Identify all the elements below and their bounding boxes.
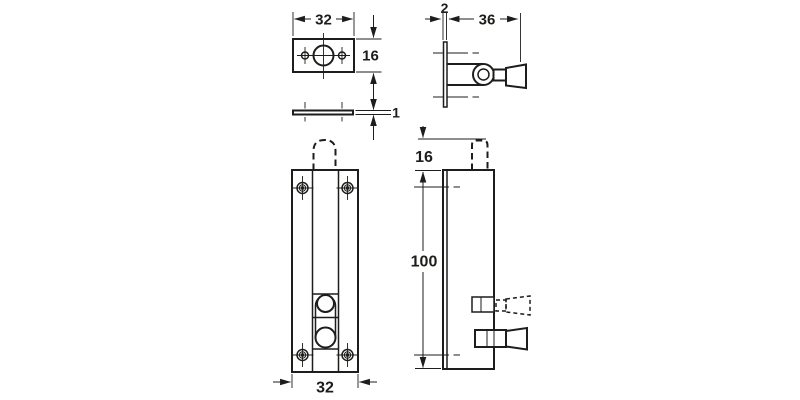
screw-hole — [290, 342, 315, 368]
channel-edges — [311, 170, 340, 372]
screw-hole-right — [337, 51, 347, 60]
housing-arm — [447, 63, 483, 86]
knob-neck — [492, 68, 507, 82]
knob-upper-position-group — [471, 295, 531, 316]
dim-body-length: 100 — [411, 170, 441, 369]
dim-overall-depth: 36 — [448, 12, 521, 62]
knob-neck-dashed — [495, 299, 507, 312]
dim-label-plate-thickness: 1 — [392, 105, 400, 121]
body-outline — [291, 169, 359, 373]
bolt-front-view: 32 — [273, 138, 377, 397]
slot-opening — [471, 296, 495, 313]
dim-backplate-thickness: 2 — [425, 0, 449, 40]
dim-label-backplate-thickness: 2 — [441, 0, 449, 16]
dim-label-overall-depth: 36 — [479, 12, 496, 29]
dim-label-body-width: 32 — [316, 380, 334, 397]
strike-plate-top-view: 32 16 — [292, 12, 382, 95]
plate-edge-outline — [292, 109, 354, 116]
dim-plate-width: 32 — [292, 12, 355, 36]
backplate-edge — [442, 41, 448, 108]
dim-bolt-travel: 16 — [415, 126, 486, 166]
knob-ring-outer — [472, 63, 495, 86]
knob-grip — [505, 63, 527, 90]
bolt-rod-extended-dashed — [312, 138, 337, 170]
dim-body-width: 32 — [273, 374, 377, 397]
screw-hole — [290, 175, 315, 201]
knob-lower-position — [314, 326, 337, 349]
knob-grip — [505, 326, 528, 351]
bolt-rod-extended-dashed — [471, 139, 489, 170]
bolt-hole — [312, 44, 335, 67]
body-outline — [442, 169, 495, 370]
extension-lines — [292, 12, 355, 36]
knob-carrier — [474, 329, 507, 348]
dim-plate-thickness: 1 — [355, 95, 400, 140]
screw-hole — [335, 175, 360, 201]
dim-label-plate-width: 32 — [315, 12, 332, 29]
knob-slot-mechanism — [312, 293, 339, 350]
extension-lines — [442, 13, 447, 40]
dim-label-bolt-travel: 16 — [415, 149, 433, 166]
knob-lower-position-group — [474, 326, 528, 351]
bolt-side-view: 16 100 — [411, 126, 531, 370]
extension-lines — [355, 110, 391, 115]
knob-grip-dashed — [505, 295, 531, 316]
screw-hole-left — [300, 51, 310, 60]
extension-lines — [291, 374, 359, 388]
screw-hole — [335, 342, 360, 368]
strike-plate-outline — [292, 38, 355, 73]
dim-label-body-length: 100 — [411, 254, 438, 271]
knob-upper-position — [316, 294, 335, 313]
strike-plate-side-view: 1 — [292, 95, 400, 140]
extension-lines — [356, 38, 382, 73]
dim-label-plate-height: 16 — [362, 48, 379, 65]
extension-lines — [415, 170, 441, 369]
dim-plate-height: 16 — [356, 15, 382, 95]
knob-carrier-dividers — [486, 330, 495, 347]
knob-ring-inner — [477, 68, 490, 81]
centerline-ticks-bottom — [304, 117, 343, 122]
bolt-top-view: 2 36 — [425, 0, 527, 108]
centerline-ticks-top — [304, 102, 343, 109]
